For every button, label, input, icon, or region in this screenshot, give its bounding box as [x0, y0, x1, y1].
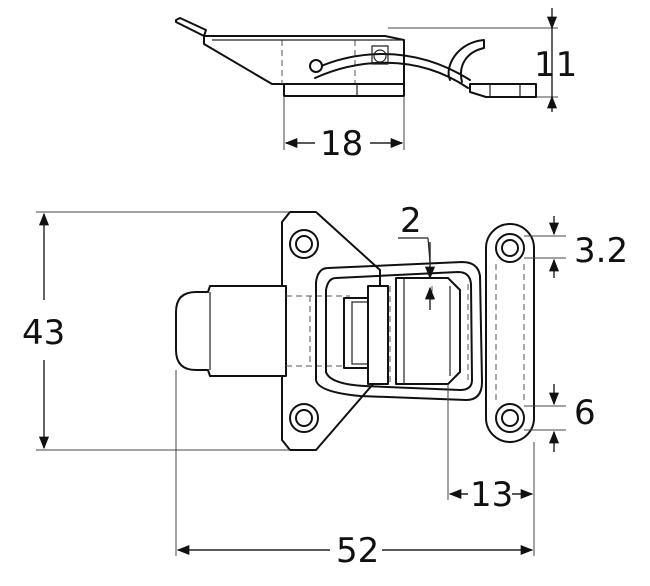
wire-loop	[315, 261, 483, 401]
dim-hole-large: 6	[574, 393, 596, 433]
mounting-hole-bottom	[289, 403, 319, 433]
keeper-hole-bottom	[495, 403, 525, 433]
latch-lever	[175, 285, 287, 377]
dim-overall-length: 52	[336, 531, 379, 571]
keeper-hole-top	[495, 233, 525, 263]
dim-thickness: 2	[400, 201, 422, 241]
dim-side-width: 18	[320, 124, 363, 164]
dim-side-height: 11	[534, 45, 577, 85]
dim-overall-height: 43	[22, 313, 65, 353]
dim-hole-small: 3.2	[574, 231, 628, 271]
side-view: 11 18	[175, 8, 577, 164]
dim-keeper-width: 13	[470, 475, 513, 515]
keeper-plate	[485, 223, 535, 443]
mounting-hole-top	[289, 229, 319, 259]
front-view: 2 3.2 6 43 13 52	[22, 201, 628, 571]
